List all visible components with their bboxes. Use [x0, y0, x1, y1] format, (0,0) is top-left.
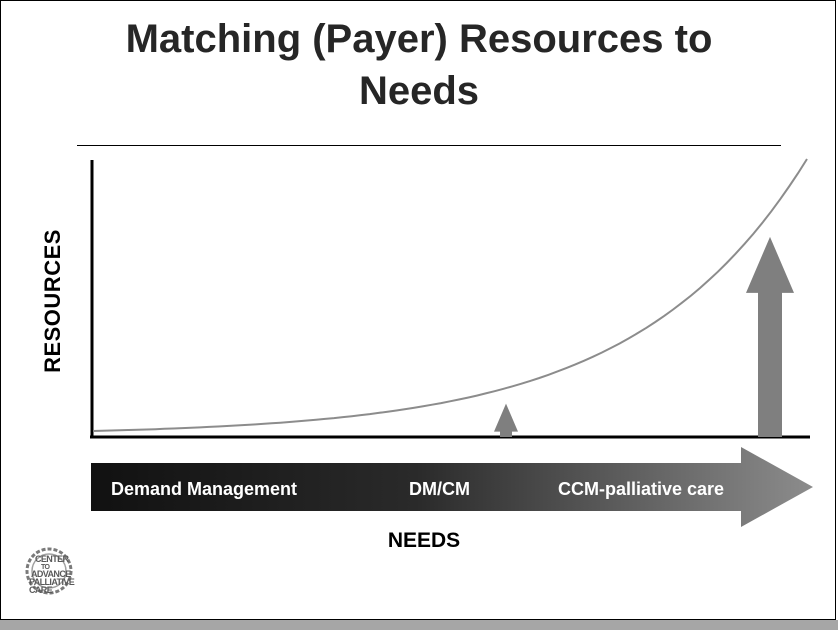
footer-bar [0, 620, 838, 630]
needs-band-arrow [91, 447, 813, 527]
ccm-arrow [746, 236, 794, 437]
center-to-advance-palliative-care-logo: CENTER TO ADVANCE PALLIATIVE CARE [21, 541, 101, 603]
logo-line-3: ADVANCE [31, 569, 71, 579]
logo-line-2: TO [41, 564, 50, 571]
logo-emblem-icon [25, 547, 73, 595]
resource-curve [92, 158, 808, 432]
band-label-ccm-palliative-care: CCM-palliative care [558, 479, 725, 499]
title-line-2: Needs [358, 69, 480, 113]
logo-line-1: CENTER [35, 554, 69, 564]
title-line-1: Matching (Payer) Resources to [125, 17, 713, 61]
dm-cm-arrow [494, 403, 518, 437]
title-divider [77, 145, 781, 146]
logo-line-5: CARE [29, 585, 53, 595]
logo-line-4: PALLIATIVE [29, 577, 75, 587]
slide-title: Matching (Payer) Resources to Needs [1, 13, 837, 117]
x-axis-label: NEEDS [387, 529, 461, 552]
band-label-demand-management: Demand Management [111, 479, 298, 499]
band-label-dm-cm: DM/CM [409, 479, 470, 499]
y-axis-label: RESOURCES [40, 229, 65, 373]
